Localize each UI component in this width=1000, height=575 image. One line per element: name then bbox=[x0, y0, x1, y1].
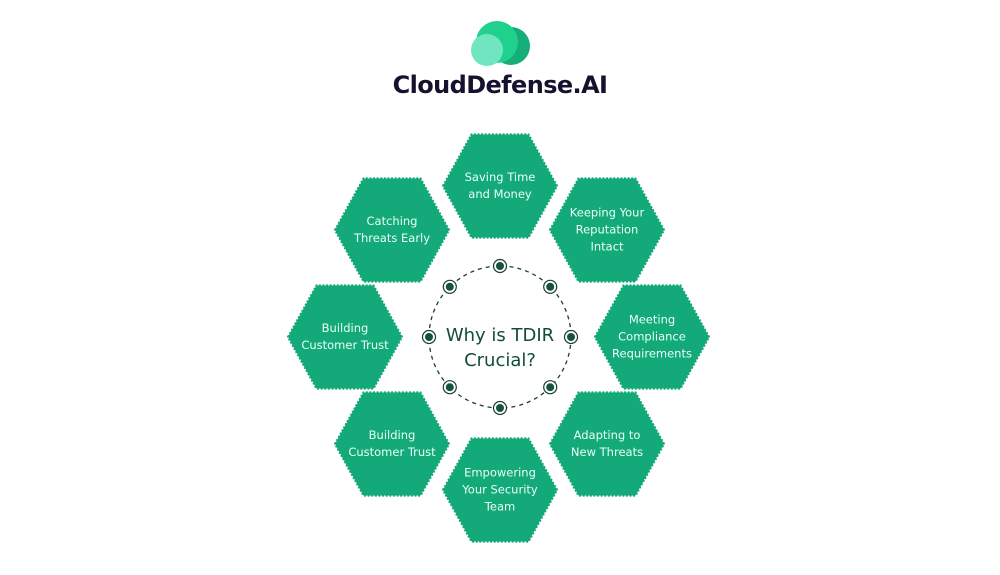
ring-node bbox=[421, 329, 437, 345]
hexagon-label-line: Catching bbox=[366, 214, 418, 228]
hexagon-label-line: New Threats bbox=[570, 445, 644, 459]
hexagon-left bbox=[286, 284, 404, 390]
cloud-icon bbox=[471, 21, 530, 66]
brand-name: CloudDefense.AI bbox=[392, 71, 608, 99]
ring-node bbox=[543, 279, 558, 294]
hexagon-label-line: Saving Time bbox=[464, 170, 536, 184]
ring-node bbox=[492, 400, 508, 416]
hexagon-label-line: Customer Trust bbox=[348, 445, 436, 459]
hexagon-bottom bbox=[441, 437, 559, 543]
hexagon-label-line: Intact bbox=[590, 239, 624, 254]
hexagon-label-line: Customer Trust bbox=[301, 338, 389, 352]
diagram bbox=[286, 133, 711, 543]
ring-node-dot bbox=[546, 383, 555, 392]
ring-node bbox=[543, 380, 558, 395]
hexagon-label-bottom-right: Adapting to New Threats bbox=[552, 427, 662, 461]
ring-node-dot bbox=[445, 383, 454, 392]
ring-node-dot bbox=[496, 404, 504, 412]
hexagon-right bbox=[593, 284, 711, 390]
center-title-line-2: Crucial? bbox=[464, 350, 536, 371]
hexagon-label-line: Adapting to bbox=[573, 428, 641, 442]
hexagon-label-line: Team bbox=[484, 499, 516, 514]
ring-node bbox=[442, 380, 457, 395]
hexagon-label-line: Compliance bbox=[618, 329, 686, 344]
ring-node-dot bbox=[567, 333, 575, 341]
hexagon-label-line: Requirements bbox=[612, 346, 692, 361]
center-title: Why is TDIR Crucial? bbox=[446, 323, 554, 373]
hexagon-label-line: Building bbox=[368, 428, 416, 442]
hexagon-label-line: Meeting bbox=[628, 312, 676, 327]
ring-node-dot bbox=[496, 262, 504, 270]
ring-node bbox=[442, 279, 457, 294]
hexagon-bottom-right bbox=[548, 391, 666, 497]
center-title-line-1: Why is TDIR bbox=[445, 325, 555, 346]
hexagon-label-line: Keeping Your bbox=[569, 205, 645, 220]
hexagon-label-line: Empowering bbox=[464, 465, 536, 480]
hexagon-label-line: Reputation bbox=[575, 222, 639, 237]
hexagon-top-left bbox=[333, 177, 451, 283]
hexagon-label-top: Saving Time and Money bbox=[445, 169, 555, 203]
hexagon-top bbox=[441, 133, 559, 239]
hexagon-top-right bbox=[548, 177, 666, 283]
ring-node bbox=[563, 329, 579, 345]
hexagon-label-line: Your Security bbox=[462, 482, 538, 497]
ring-node-dot bbox=[546, 282, 555, 291]
hexagon-label-line: and Money bbox=[468, 187, 532, 201]
logo-circle-front bbox=[471, 34, 503, 66]
hexagon-label-line: Threats Early bbox=[353, 231, 431, 245]
hexagon-bottom-left bbox=[333, 391, 451, 497]
hexagon-label-line: Building bbox=[321, 321, 369, 335]
ring-node-dot bbox=[445, 282, 454, 291]
ring-node-dot bbox=[425, 333, 433, 341]
ring-node bbox=[492, 258, 508, 274]
